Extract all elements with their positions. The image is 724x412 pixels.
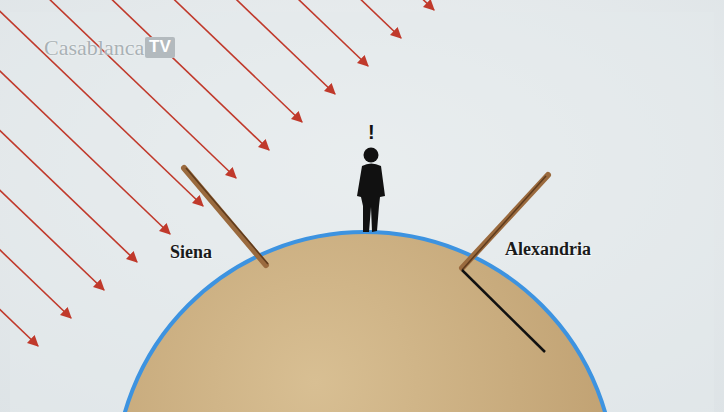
sun-ray [0, 28, 71, 318]
sun-ray [0, 0, 203, 206]
exclamation-mark: ! [368, 121, 375, 143]
sun-ray [0, 56, 38, 346]
sun-ray [33, 0, 335, 94]
sun-ray [132, 0, 434, 10]
city-label: Siena [170, 243, 212, 263]
city-label: Alexandria [505, 240, 591, 260]
man-silhouette [357, 148, 385, 233]
sun-ray [0, 0, 236, 178]
sun-ray [0, 0, 269, 150]
earth [115, 232, 615, 412]
pole-shadow [462, 270, 545, 352]
watermark: Casablanca [44, 36, 144, 60]
watermark-badge: TV [145, 37, 175, 58]
sun-ray [99, 0, 401, 38]
